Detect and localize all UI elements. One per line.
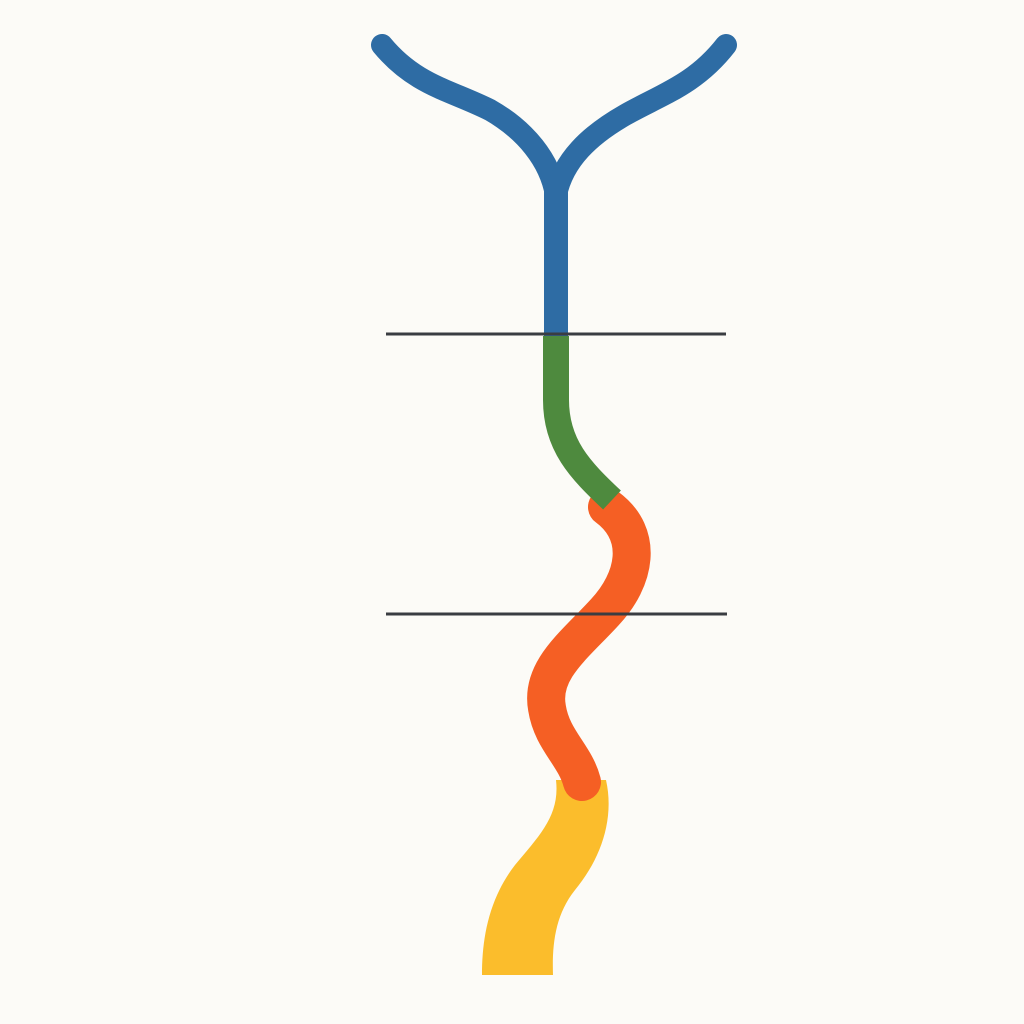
blue-left-branch [371, 34, 567, 206]
green-segment [543, 336, 621, 510]
blue-right-branch [545, 34, 737, 206]
orange-segment [527, 488, 651, 801]
yellow-segment [482, 780, 609, 975]
